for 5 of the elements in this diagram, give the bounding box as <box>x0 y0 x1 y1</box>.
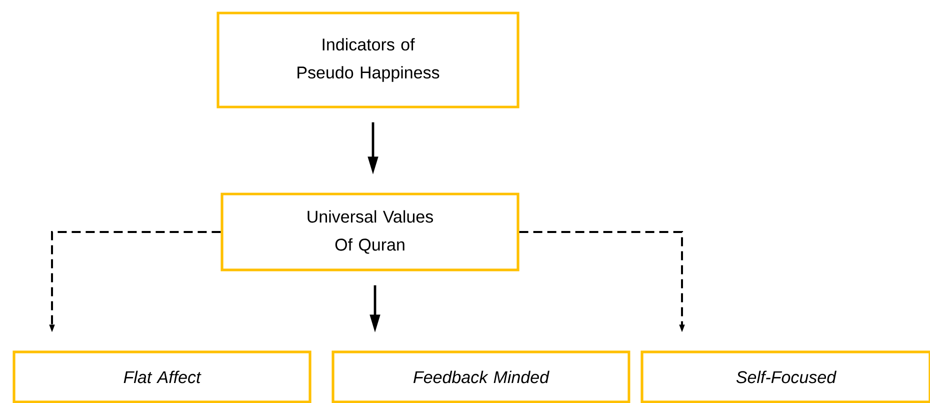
process-box: Indicators of Pseudo Happiness <box>216 12 520 108</box>
process-box: Self-Focused <box>640 350 930 403</box>
process-box: Universal Values Of Quran <box>220 192 520 272</box>
process-box: Feedback Minded <box>332 350 630 403</box>
process-box: Flat Affect <box>12 350 312 403</box>
